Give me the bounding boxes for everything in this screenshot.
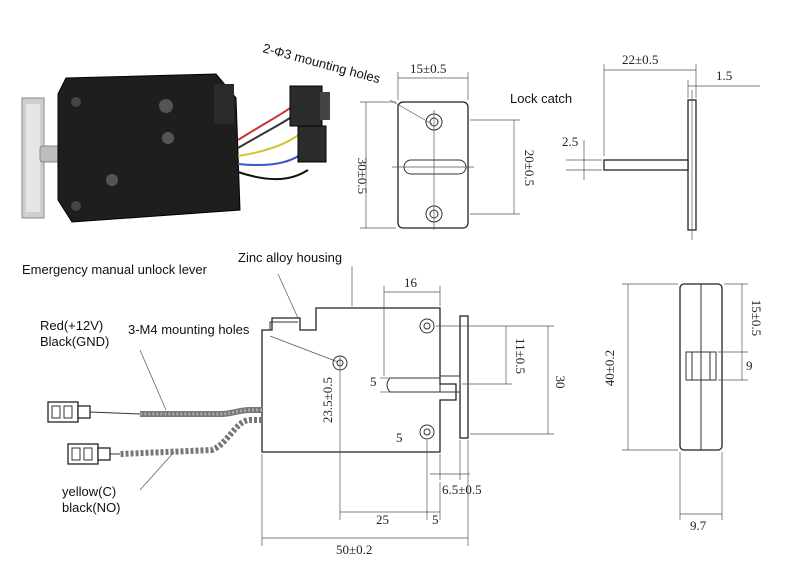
label-wire-red: Red(+12V) bbox=[40, 318, 103, 333]
dim-body-slot-offset: 11±0.5 bbox=[513, 338, 528, 374]
label-mounting-holes-m4: 3-M4 mounting holes bbox=[128, 322, 250, 337]
dim-catch-width: 15±0.5 bbox=[410, 61, 446, 76]
dim-side-width: 9.7 bbox=[690, 518, 707, 533]
label-wire-black-gnd: Black(GND) bbox=[40, 334, 109, 349]
dim-body-height-inner: 30 bbox=[553, 376, 568, 389]
dim-side-top: 15±0.5 bbox=[749, 300, 764, 336]
label-lock-catch: Lock catch bbox=[510, 91, 572, 106]
dim-side-slot: 9 bbox=[746, 358, 753, 373]
label-mounting-holes-top: 2-Φ3 mounting holes bbox=[261, 40, 382, 86]
body-front-view bbox=[47, 286, 554, 546]
dim-body-slot-gap: 5 bbox=[370, 374, 377, 389]
dim-catch-height: 30±0.5 bbox=[355, 158, 370, 194]
dim-body-hole-height: 23.5±0.5 bbox=[320, 377, 335, 423]
dim-catch-plate: 1.5 bbox=[716, 68, 732, 83]
catch-side-view bbox=[566, 64, 760, 240]
dim-body-hole-spacing: 25 bbox=[376, 512, 389, 527]
dim-body-bottom-gap: 5 bbox=[396, 430, 403, 445]
label-wire-black-no: black(NO) bbox=[62, 500, 121, 515]
dim-body-pin-offset: 6.5±0.5 bbox=[442, 482, 482, 497]
body-side-view bbox=[622, 283, 748, 520]
dim-catch-slot-span: 20±0.5 bbox=[522, 150, 537, 186]
dim-catch-length: 22±0.5 bbox=[622, 52, 658, 67]
dim-side-height: 40±0.2 bbox=[602, 350, 617, 386]
lock-photo bbox=[21, 73, 330, 223]
callout-leaders bbox=[139, 99, 433, 491]
dim-body-hole-edge: 5 bbox=[432, 512, 439, 527]
label-manual-unlock: Emergency manual unlock lever bbox=[22, 262, 208, 277]
label-zinc-housing: Zinc alloy housing bbox=[238, 250, 342, 265]
dim-catch-pin: 2.5 bbox=[562, 134, 578, 149]
dim-body-length: 50±0.2 bbox=[336, 542, 372, 557]
label-wire-yellow: yellow(C) bbox=[62, 484, 116, 499]
catch-front-view bbox=[360, 72, 520, 230]
dim-body-slot-width: 16 bbox=[404, 275, 418, 290]
